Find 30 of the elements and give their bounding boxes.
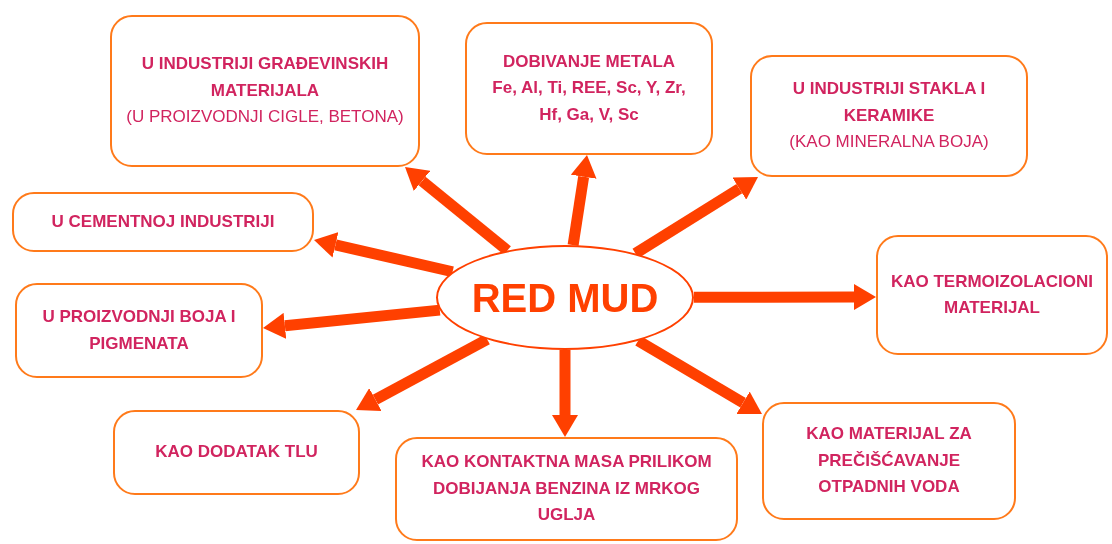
arrow	[635, 336, 762, 414]
node-label: U INDUSTRIJI STAKLA I KERAMIKE	[791, 78, 987, 127]
node-label: U PROIZVODNJI BOJA I PIGMENATA	[41, 306, 237, 355]
rounded-box	[12, 192, 314, 252]
rounded-box	[110, 15, 420, 167]
rounded-box	[876, 235, 1108, 355]
arrow	[567, 155, 597, 246]
rounded-box	[395, 437, 738, 541]
node-label: KAO KONTAKTNA MASA PRILIKOM DOBIJANJA BENZINA IZ MRKOG UGLJA	[420, 451, 713, 527]
node-sublabel: (KAO MINERALNA BOJA)	[789, 131, 989, 154]
node-sublabel: Fe, Al, Ti, REE, Sc, Y, Zr, Hf, Ga, V, Sc	[491, 77, 687, 126]
node-label: KAO TERMOIZOLACIONI MATERIJAL	[890, 270, 1094, 319]
rounded-box	[15, 283, 263, 378]
rounded-box	[762, 402, 1016, 520]
arrow	[552, 350, 578, 437]
arrow	[694, 284, 876, 311]
node-label: U CEMENTNOJ INDUSTRIJI	[51, 210, 275, 233]
node-sublabel: (U PROIZVODNJI CIGLE, BETONA)	[126, 106, 404, 129]
node-label: KAO MATERIJAL ZA PREČIŠĆAVANJE OTPADNIH VODA	[805, 423, 973, 499]
rounded-box	[465, 22, 713, 155]
rounded-box	[750, 55, 1028, 177]
node-label: U INDUSTRIJI GRAĐEVINSKIH MATERIJALA	[140, 53, 390, 102]
node-label: DOBIVANJE METALA	[502, 51, 676, 73]
arrow	[405, 167, 511, 255]
arrow	[356, 334, 490, 411]
arrow	[263, 304, 441, 339]
rounded-box	[113, 410, 360, 495]
arrow	[314, 232, 454, 278]
title-text: RED MUD	[471, 274, 659, 322]
node-label: KAO DODATAK TLU	[155, 441, 318, 464]
